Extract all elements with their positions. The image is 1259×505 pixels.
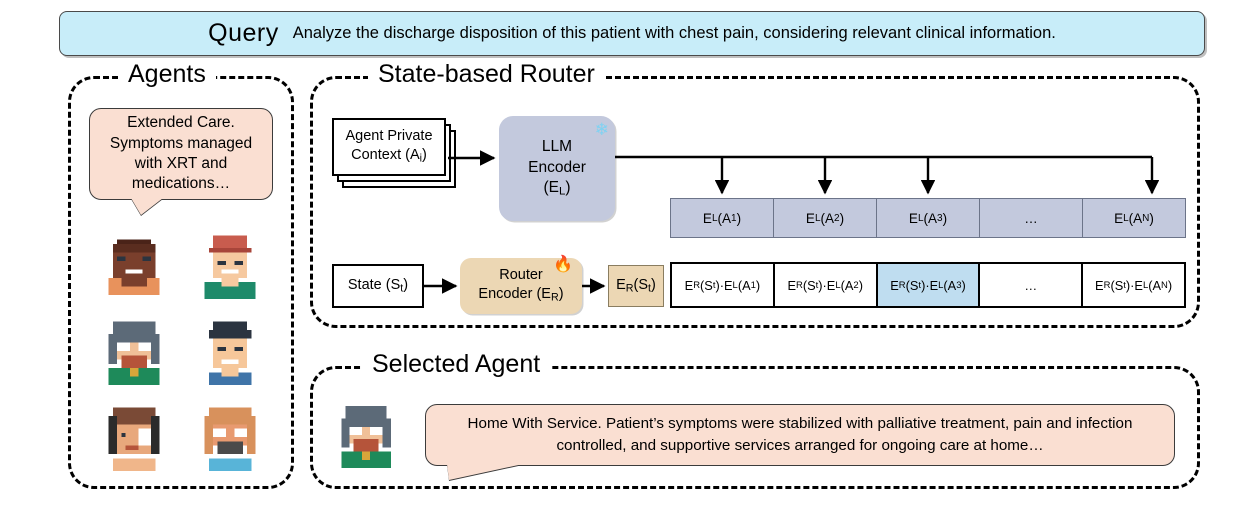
- avatar-agent-2[interactable]: [196, 231, 264, 299]
- selected-bubble-line2: controlled, and supportive services arra…: [556, 437, 1044, 454]
- selected-bubble-line1: Home With Service. Patient’s symptoms we…: [467, 414, 1133, 432]
- dot-product-cell-4[interactable]: …: [980, 264, 1084, 306]
- router-encoder-block[interactable]: 🔥 Router Encoder (ER): [460, 256, 582, 314]
- llm-encoder-line3-pre: (E: [543, 179, 559, 197]
- selected-agent-panel-title: Selected Agent: [362, 352, 551, 377]
- embedding-cell-4[interactable]: …: [980, 199, 1083, 237]
- context-card-front: Agent Private Context (Ai): [332, 118, 446, 176]
- selected-agent-panel: [310, 366, 1200, 489]
- llm-encoder-block[interactable]: ❄ LLM Encoder (EL): [499, 116, 615, 221]
- avatar-agent-1[interactable]: [100, 231, 168, 299]
- query-label: Query: [208, 19, 279, 47]
- fire-icon: 🔥: [553, 256, 573, 273]
- avatar-selected-agent[interactable]: [333, 400, 399, 470]
- state-pre: State (S: [347, 277, 401, 294]
- agent-avatar-grid: [86, 222, 278, 480]
- query-text: Analyze the discharge disposition of thi…: [292, 24, 1056, 42]
- agents-panel-title: Agents: [118, 62, 216, 87]
- router-panel-title: State-based Router: [368, 62, 605, 87]
- avatar-agent-5[interactable]: [100, 403, 168, 471]
- state-based-router-panel: [310, 76, 1200, 328]
- ers-pre: E: [616, 277, 626, 294]
- context-line2-sub: i: [419, 152, 423, 165]
- agent-private-context-stack: Agent Private Context (Ai): [332, 118, 456, 188]
- agent-speech-bubble: Extended Care. Symptoms managed with XRT…: [89, 108, 273, 200]
- router-encoder-line2-pre: Encoder (E: [478, 286, 551, 303]
- selected-agent-speech-bubble: Home With Service. Patient’s symptoms we…: [425, 404, 1175, 466]
- snowflake-icon: ❄: [594, 120, 609, 139]
- llm-encoder-line1: LLM: [541, 137, 573, 155]
- context-line2-post: ): [422, 147, 427, 164]
- agent-bubble-tail: [131, 198, 163, 215]
- router-encoder-line1: Router: [499, 267, 543, 284]
- ers-sub2: t: [648, 282, 652, 295]
- ers-mid: (S: [633, 277, 649, 294]
- state-box: State (St): [332, 264, 424, 308]
- state-post: ): [403, 277, 409, 294]
- router-state-embedding-box: ER(St): [608, 265, 664, 307]
- state-sub: t: [400, 282, 404, 295]
- llm-encoder-line3-post: ): [565, 179, 571, 197]
- router-encoder-line2-post: ): [558, 286, 564, 303]
- avatar-agent-3[interactable]: [100, 317, 168, 385]
- llm-encoder-line2: Encoder: [528, 158, 586, 176]
- ers-sub1: R: [625, 282, 634, 295]
- avatar-agent-4[interactable]: [196, 317, 264, 385]
- query-banner: Query Analyze the discharge disposition …: [59, 11, 1205, 56]
- agent-bubble-text: Extended Care. Symptoms managed with XRT…: [109, 114, 253, 193]
- llm-encoder-line3-sub: L: [558, 185, 566, 198]
- context-line1: Agent Private: [345, 128, 433, 145]
- selected-bubble-tail: [447, 464, 523, 480]
- avatar-agent-6[interactable]: [196, 403, 264, 471]
- ers-post: ): [651, 277, 656, 294]
- router-encoder-line2-sub: R: [550, 291, 559, 304]
- context-line2-pre: Context (A: [351, 147, 420, 164]
